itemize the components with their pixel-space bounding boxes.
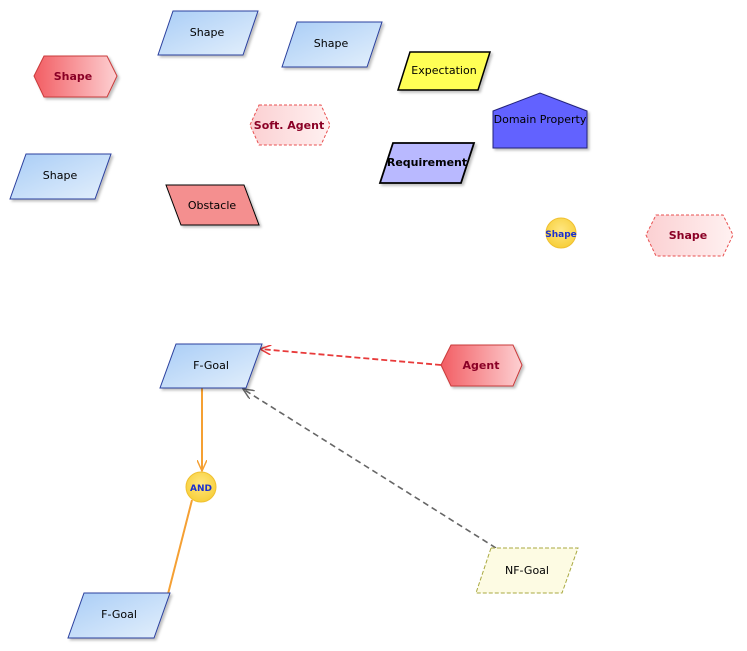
node-label: Soft. Agent [254,119,324,132]
agent-shape-node[interactable]: Shape [33,55,118,98]
node-label: Shape [54,70,93,83]
soft-goal-contribution-link[interactable] [243,389,497,549]
node-label: Obstacle [188,199,237,212]
refinement-circle-shape-node[interactable]: Shape [545,217,577,249]
requirement-node[interactable]: Requirement [378,142,476,184]
node-label: Agent [463,359,500,372]
soft-agent-shape-node[interactable]: Shape [645,214,734,257]
node-label: NF-Goal [505,564,549,577]
goal-shape-node-3[interactable]: Shape [9,153,112,200]
node-label: AND [190,484,212,494]
f-goal-node-top[interactable]: F-Goal [159,343,263,389]
goal-shape-node-2[interactable]: Shape [281,21,383,68]
node-label: Shape [43,169,78,182]
obstacle-node[interactable]: Obstacle [165,184,260,226]
node-label: Shape [545,230,577,240]
node-label: Domain Property [494,113,587,126]
node-label: F-Goal [193,359,229,372]
node-label: Shape [669,229,708,242]
node-label: Shape [190,26,225,39]
node-label: Requirement [387,156,467,169]
f-goal-node-bottom[interactable]: F-Goal [67,592,171,639]
node-label: F-Goal [101,608,137,621]
and-refinement-node[interactable]: AND [185,471,217,503]
and-refinement-link-bottom[interactable] [167,499,193,595]
node-label: Expectation [411,64,476,77]
agent-node[interactable]: Agent [440,344,523,387]
domain-property-node[interactable]: Domain Property [492,92,588,149]
goal-shape-node-1[interactable]: Shape [157,10,259,56]
soft-agent-node[interactable]: Soft. Agent [249,104,331,146]
node-label: Shape [314,37,349,50]
nf-goal-node[interactable]: NF-Goal [475,547,579,594]
agent-responsibility-link[interactable] [260,349,442,366]
expectation-node[interactable]: Expectation [396,51,492,91]
